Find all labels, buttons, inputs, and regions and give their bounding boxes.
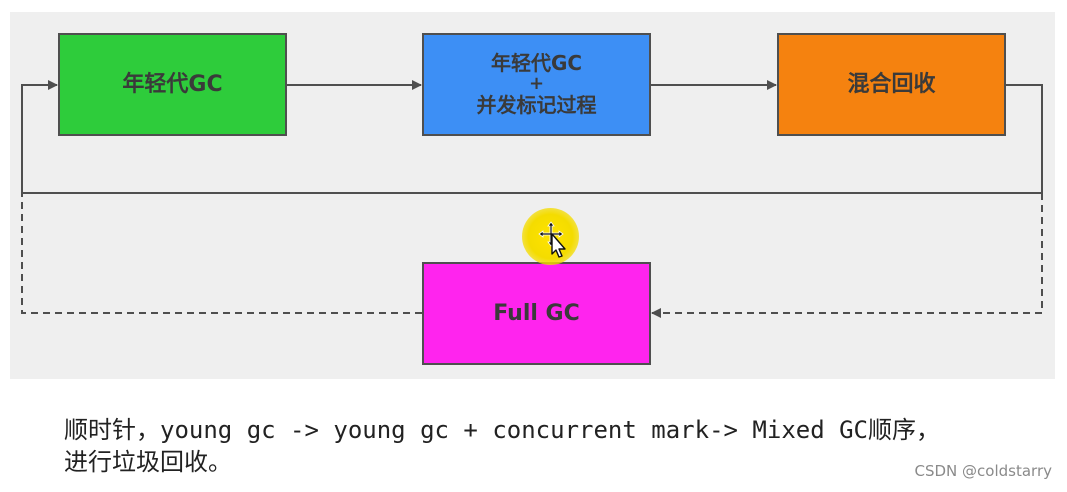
full-gc-node: Full GC: [422, 262, 651, 365]
caption-text: 顺时针，young gc -> young gc + concurrent ma…: [64, 414, 1024, 478]
concurrent-node-line-3: 并发标记过程: [476, 92, 597, 117]
mixed-gc-label: 混合回收: [847, 71, 936, 97]
concurrent-node-line-1: 年轻代GC: [490, 51, 583, 76]
arrow-full-to-young-dashed: [21, 193, 422, 314]
young-gc-concurrent-mark-node: 年轻代GC + 并发标记过程: [422, 33, 651, 136]
caption-line-1: 顺时针，young gc -> young gc + concurrent ma…: [64, 416, 941, 444]
move-cursor-icon: [538, 221, 566, 258]
arrow-mixed-to-full-dashed: [651, 193, 1043, 318]
young-gc-node: 年轻代GC: [58, 33, 287, 136]
concurrent-node-plus: +: [528, 73, 545, 95]
arrow-mixed-to-young-loop: [21, 80, 1043, 194]
mixed-gc-node: 混合回收: [777, 33, 1006, 136]
full-gc-label: Full GC: [493, 300, 580, 326]
young-gc-label: 年轻代GC: [122, 71, 223, 97]
caption-line-2: 进行垃圾回收。: [64, 448, 232, 476]
watermark: CSDN @coldstarry: [914, 462, 1052, 480]
